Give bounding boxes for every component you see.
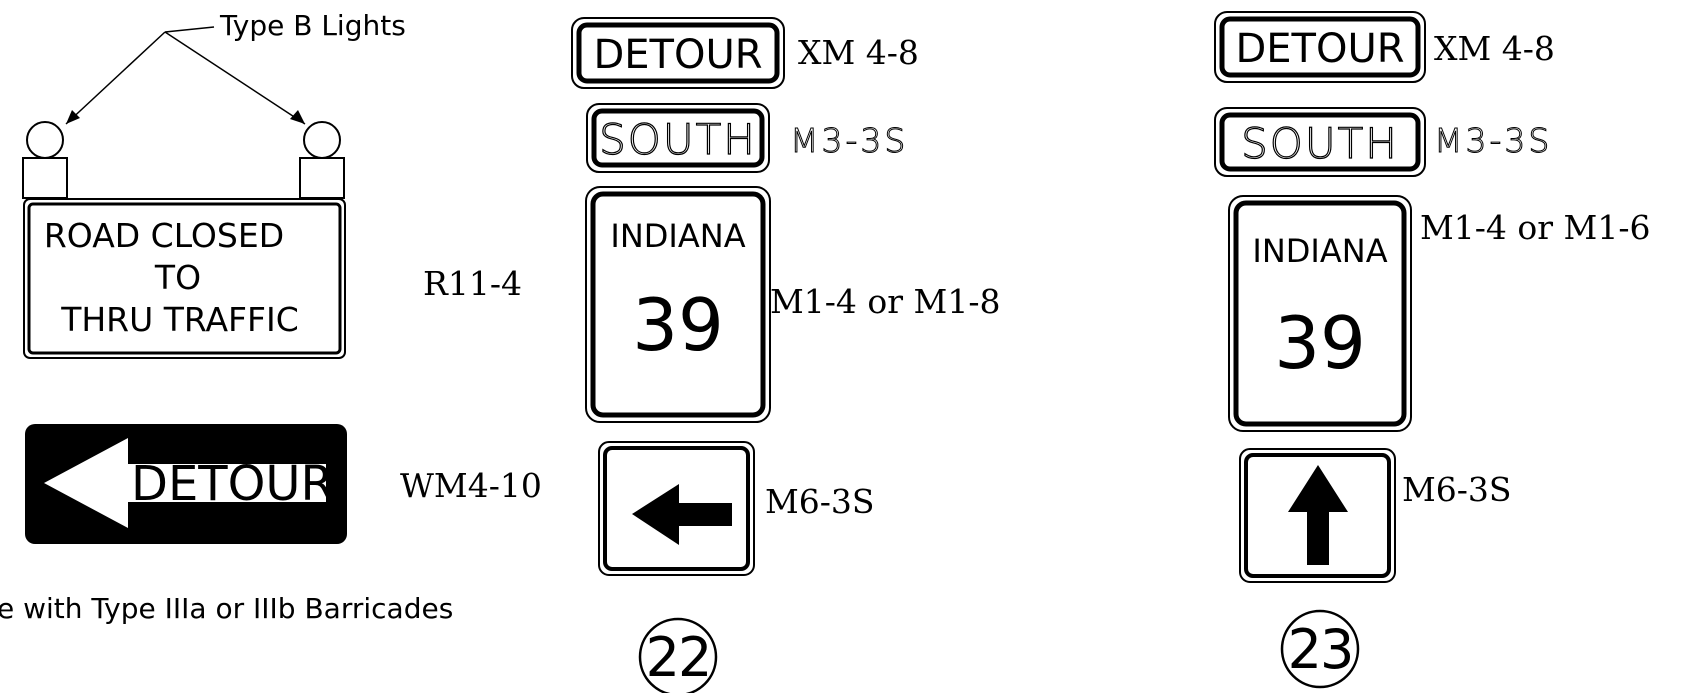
road-closed-line1: ROAD CLOSED	[44, 216, 284, 255]
barricade-note: e with Type IIIa or IIIb Barricades	[0, 592, 453, 625]
arrow-sign-23-code: M6-3S	[1402, 470, 1512, 509]
route-marker-22-code: M1-4 or M1-8	[770, 282, 1000, 321]
assembly-22-number-text: 22	[646, 626, 711, 689]
arrow-sign-23	[1239, 448, 1396, 583]
route-marker-22: INDIANA 39	[585, 186, 771, 423]
type-b-lights-callout: Type B Lights	[65, 9, 406, 125]
route-marker-23-state: INDIANA	[1252, 232, 1387, 270]
type-b-light-left	[22, 121, 68, 199]
leader-arrow-left	[65, 31, 166, 125]
assembly-23-number: 23	[1280, 609, 1360, 689]
detour-sign-23: DETOUR	[1214, 11, 1426, 83]
assembly-22-number: 22	[638, 617, 718, 693]
leader-arrow-right	[164, 31, 306, 125]
south-sign-23: SOUTH	[1214, 107, 1426, 177]
detour-arrow-sign-text: DETOUR	[131, 456, 334, 512]
type-b-light-right	[299, 121, 345, 199]
arrow-sign-22	[598, 441, 755, 576]
callout-label: Type B Lights	[219, 9, 406, 42]
arrowhead-right	[290, 110, 305, 124]
road-closed-line2: TO	[154, 258, 201, 297]
south-sign-22-text: SOUTH	[599, 115, 757, 164]
south-sign-22: SOUTH	[586, 103, 770, 173]
detour-left-arrow-icon	[44, 438, 326, 528]
leader-line	[164, 26, 215, 33]
route-marker-23: INDIANA 39	[1228, 195, 1412, 432]
route-marker-22-state: INDIANA	[610, 217, 745, 255]
detour-arrow-sign: DETOUR	[25, 424, 347, 544]
detour-sign-23-text: DETOUR	[1235, 26, 1404, 72]
detour-sign-23-code: XM 4-8	[1434, 29, 1555, 68]
south-sign-22-code: M3-3S	[790, 121, 908, 160]
south-sign-23-text: SOUTH	[1241, 119, 1399, 168]
assembly-23: DETOUR XM 4-8 SOUTH M3-3S INDIANA 39 M1-…	[1214, 11, 1650, 689]
detour-sign-22-code: XM 4-8	[798, 33, 919, 72]
road-closed-sign: ROAD CLOSED TO THRU TRAFFIC	[23, 198, 346, 359]
up-arrow-icon	[1288, 465, 1348, 565]
road-closed-line3: THRU TRAFFIC	[60, 300, 299, 339]
south-sign-23-code: M3-3S	[1434, 121, 1552, 160]
detour-sign-22: DETOUR	[571, 17, 785, 89]
arrowhead-left	[66, 110, 80, 124]
route-marker-23-number: 39	[1274, 301, 1366, 385]
detour-arrow-code: WM4-10	[400, 466, 542, 505]
route-marker-23-code: M1-4 or M1-6	[1420, 208, 1650, 247]
assembly-23-number-text: 23	[1288, 618, 1353, 681]
arrow-sign-22-code: M6-3S	[765, 482, 875, 521]
detour-sign-22-text: DETOUR	[593, 32, 762, 78]
left-arrow-icon	[632, 484, 732, 545]
road-closed-code: R11-4	[423, 264, 522, 303]
route-marker-22-number: 39	[632, 283, 724, 367]
assembly-22: DETOUR XM 4-8 SOUTH M3-3S INDIANA 39 M1-…	[571, 17, 1000, 693]
